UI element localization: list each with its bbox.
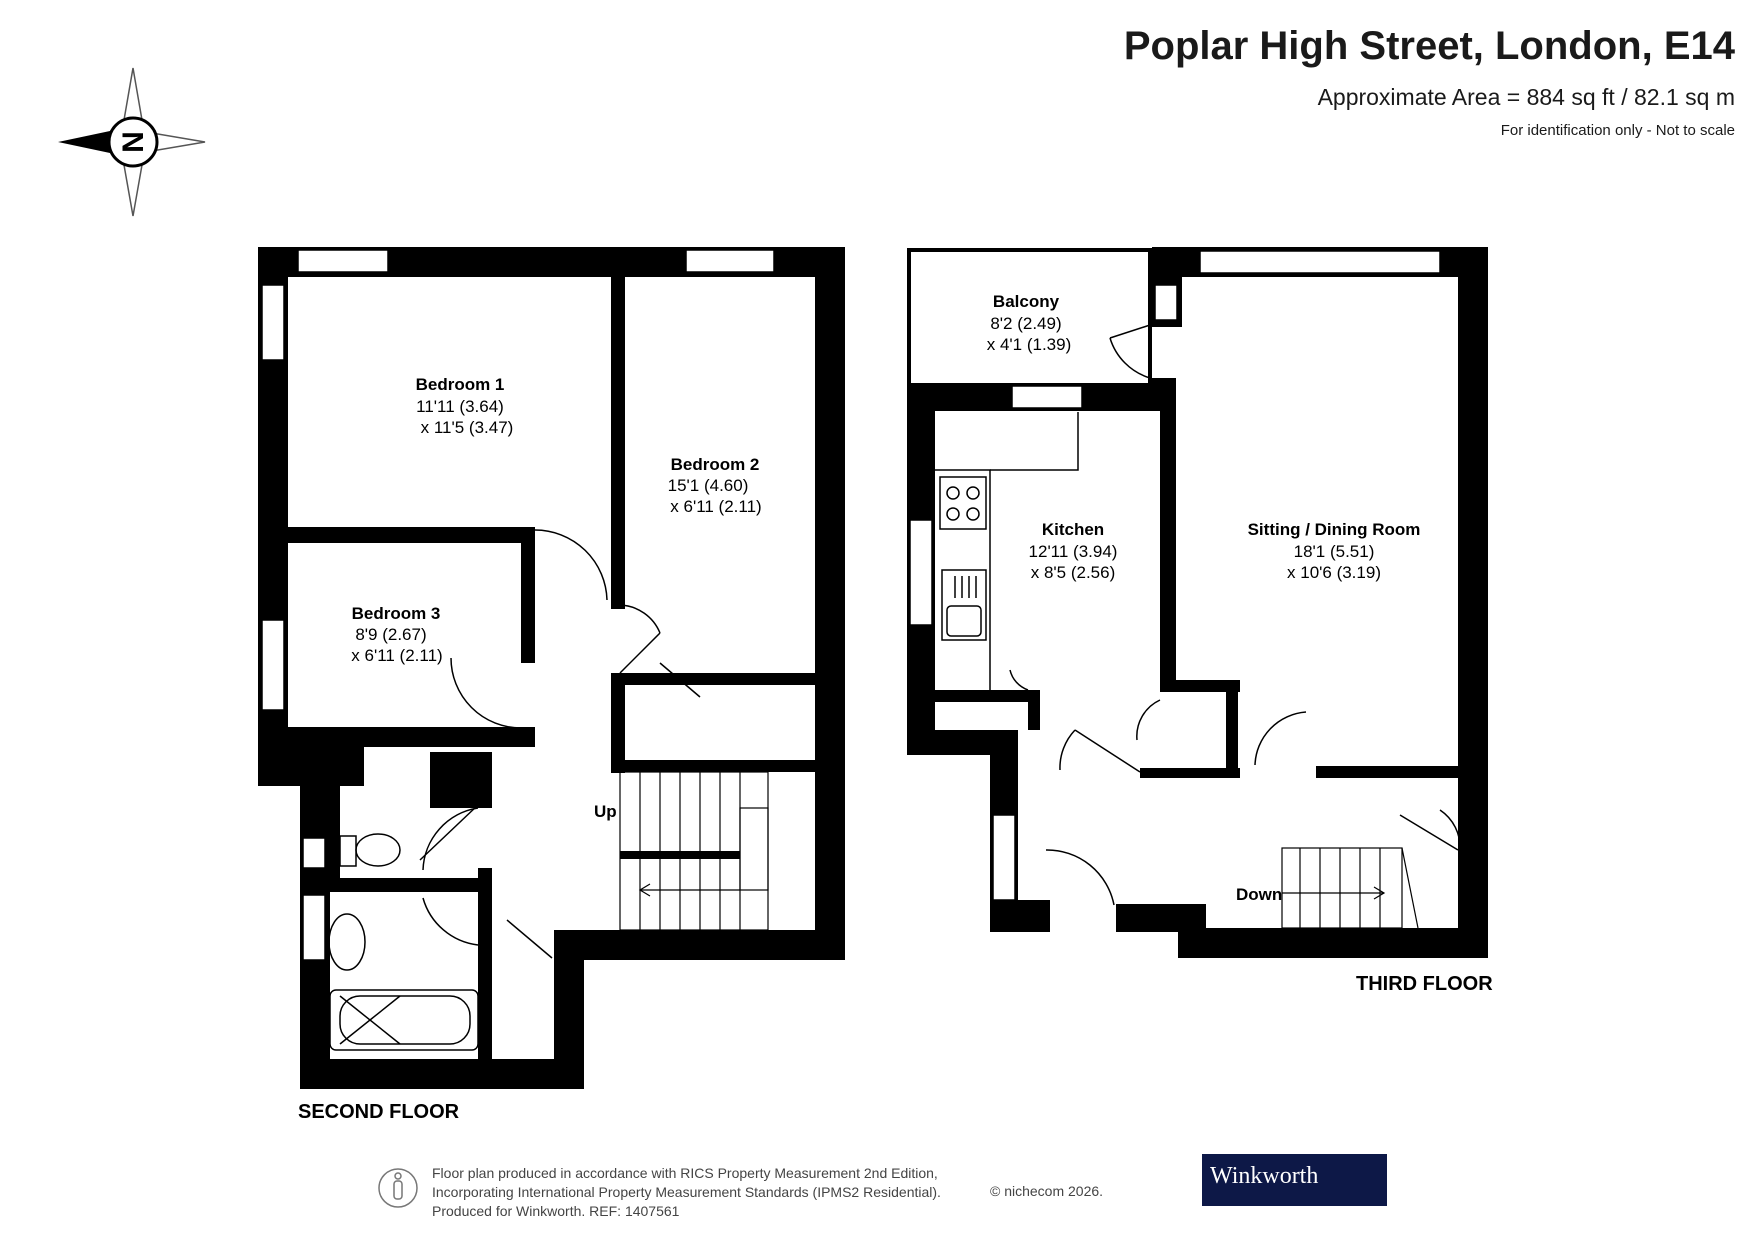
second-floor-fixtures <box>328 833 479 1051</box>
bedroom-1-label: Bedroom 1 11'11 (3.64) x 11'5 (3.47) <box>416 375 514 437</box>
room-dimension: x 4'1 (1.39) <box>987 335 1072 354</box>
room-name: Bedroom 1 <box>416 375 505 394</box>
room-dimension: x 10'6 (3.19) <box>1287 563 1381 582</box>
balcony-label: Balcony 8'2 (2.49) x 4'1 (1.39) <box>987 292 1072 354</box>
approximate-area: Approximate Area = 884 sq ft / 82.1 sq m <box>1317 84 1735 110</box>
footer-line-3: Produced for Winkworth. REF: 1407561 <box>432 1203 680 1219</box>
footer-line-2: Incorporating International Property Mea… <box>432 1184 941 1200</box>
second-floor-label: SECOND FLOOR <box>298 1101 460 1123</box>
stairs-up-label: Up <box>594 802 617 821</box>
room-dimension: x 11'5 (3.47) <box>421 418 514 437</box>
room-dimension: 8'9 (2.67) <box>355 625 426 644</box>
second-floor-plan <box>258 247 845 1089</box>
up-staircase <box>619 771 769 931</box>
stairs-down-label: Down <box>1236 885 1282 904</box>
room-dimension: x 6'11 (2.11) <box>670 497 761 516</box>
copyright: © nichecom 2026. <box>990 1183 1104 1199</box>
room-name: Sitting / Dining Room <box>1248 520 1421 539</box>
property-title: Poplar High Street, London, E14 <box>1123 24 1735 68</box>
footer-notes: Floor plan produced in accordance with R… <box>432 1164 941 1221</box>
second-floor-windows <box>261 249 775 961</box>
room-dimension: x 6'11 (2.11) <box>351 646 442 665</box>
room-dimension: 12'11 (3.94) <box>1029 542 1118 561</box>
person-icon <box>378 1168 418 1208</box>
sitting-dining-room-label: Sitting / Dining Room 18'1 (5.51) x 10'6… <box>1248 520 1421 582</box>
down-staircase <box>1281 847 1419 929</box>
brand-logo: Winkworth <box>1202 1154 1387 1206</box>
room-name: Bedroom 3 <box>352 604 441 623</box>
third-floor-windows <box>909 250 1441 901</box>
identification-note: For identification only - Not to scale <box>1500 122 1735 139</box>
compass-north-label: N <box>117 131 150 153</box>
room-name: Bedroom 2 <box>671 455 760 474</box>
compass-rose-icon: N <box>58 67 206 217</box>
room-name: Balcony <box>993 292 1060 311</box>
room-dimension: 8'2 (2.49) <box>990 314 1061 333</box>
kitchen-label: Kitchen 12'11 (3.94) x 8'5 (2.56) <box>1029 520 1118 582</box>
room-dimension: 18'1 (5.51) <box>1294 542 1375 561</box>
third-floor-label: THIRD FLOOR <box>1356 973 1493 995</box>
room-dimension: 11'11 (3.64) <box>416 397 504 416</box>
bedroom-2-label: Bedroom 2 15'1 (4.60) x 6'11 (2.11) <box>668 455 762 516</box>
room-name: Kitchen <box>1042 520 1104 539</box>
bedroom-3-label: Bedroom 3 8'9 (2.67) x 6'11 (2.11) <box>351 604 442 665</box>
footer-line-1: Floor plan produced in accordance with R… <box>432 1165 938 1181</box>
third-floor-fixtures <box>935 412 1079 690</box>
room-dimension: x 8'5 (2.56) <box>1031 563 1116 582</box>
room-dimension: 15'1 (4.60) <box>668 476 749 495</box>
third-floor-doors <box>1009 324 1461 906</box>
second-floor-doors <box>419 529 701 959</box>
